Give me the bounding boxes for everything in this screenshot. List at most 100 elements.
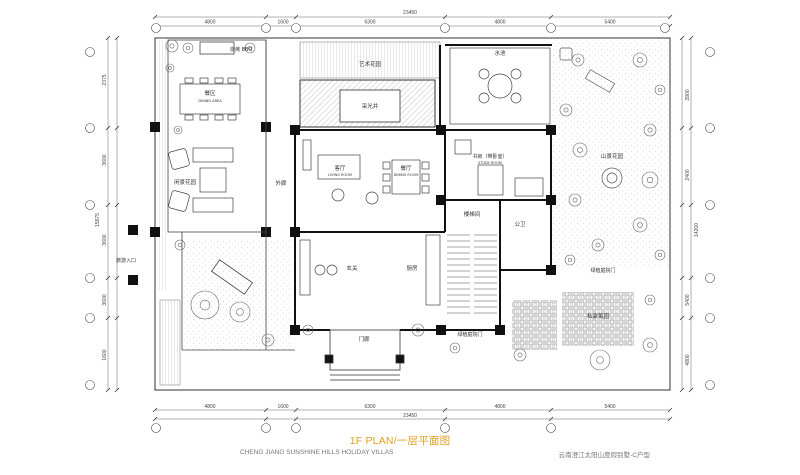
tree: [643, 123, 657, 137]
tree-trunk: [236, 308, 244, 316]
dimension-tick: [114, 202, 120, 208]
tree: [591, 238, 605, 252]
study-furniture: [454, 139, 544, 197]
dimension-tick: [688, 202, 694, 208]
tree: [654, 84, 666, 96]
dim-bottom-seg: 4800: [204, 404, 215, 410]
outdoor-dining-table: [179, 77, 241, 121]
room-label-leisure-garden: 闲景花园: [174, 178, 197, 186]
column: [290, 125, 300, 135]
dim-right-seg: 2400: [685, 169, 691, 180]
pool-gazebo: [449, 47, 551, 125]
dim-left-seg: 1600: [102, 349, 108, 360]
stair-treads: [447, 234, 497, 314]
dimension-tick: [667, 416, 673, 422]
dimension-tick: [263, 14, 269, 20]
room-label-study: 书房（带卧室）: [472, 153, 507, 160]
dimension-tick: [548, 14, 554, 20]
column: [128, 225, 138, 235]
tree-trunk: [176, 128, 180, 132]
vegetable-beds: [562, 292, 634, 346]
dimension-tick: [688, 387, 694, 393]
room-label-gate: 门廊: [358, 335, 370, 343]
room-label-public-wc: 公卫: [514, 221, 526, 228]
bbq-counter: [199, 41, 235, 55]
dimension-tick: [152, 14, 158, 20]
dimension-tick: [293, 407, 299, 413]
column: [546, 195, 556, 205]
dimension-tick: [679, 35, 685, 41]
room-label-greenhouse-gate-2: 绿植庭院门: [457, 331, 482, 338]
terrace-outline: [167, 39, 295, 351]
indoor-dining-table: [382, 159, 430, 195]
kitchen-counters: [299, 234, 441, 306]
site-boundary: [154, 37, 671, 391]
tree-trunk: [657, 252, 663, 258]
dimension-tick: [152, 416, 158, 422]
tree-trunk: [646, 176, 654, 184]
room-label-mountain-garden: 山景花园: [601, 152, 624, 160]
dimension-tick: [667, 14, 673, 20]
room-label-dining-room: 餐厅: [400, 164, 412, 172]
tree: [174, 239, 186, 251]
dimension-tick: [293, 416, 299, 422]
room-label-corridor: 外廊: [275, 179, 287, 187]
room-label-foyer: 玄关: [346, 264, 358, 272]
dimension-tick: [548, 407, 554, 413]
sun-lounger: [211, 259, 253, 295]
tree-trunk: [572, 197, 578, 203]
landscape-trees: [165, 39, 666, 371]
tree-trunk: [452, 345, 458, 351]
tree-trunk: [596, 356, 604, 364]
gate-porch: [324, 329, 405, 381]
dim-bottom-seg: 6300: [364, 404, 375, 410]
tree: [165, 63, 175, 73]
room-label-study-en: STUDY ROOM: [478, 161, 502, 165]
room-label-veg-garden: 私家菜园: [587, 312, 610, 320]
art-garden-strip: [299, 41, 441, 79]
dimension-tick: [105, 202, 111, 208]
column: [150, 122, 160, 132]
dim-right-seg: 14200: [694, 223, 700, 237]
tree-trunk: [637, 57, 643, 63]
dimension-tick: [442, 14, 448, 20]
tree-trunk: [657, 87, 663, 93]
subtitle-chinese: 云南澄江太阳山度假别墅-C户型: [558, 452, 650, 459]
skylight-box: [339, 89, 401, 123]
tree-trunk: [637, 222, 643, 228]
dimension-tick: [293, 14, 299, 20]
dimension-tick: [114, 275, 120, 281]
tree: [182, 42, 194, 54]
tree-trunk: [567, 257, 573, 263]
tree: [571, 53, 585, 67]
tree: [589, 349, 611, 371]
garden-features: [559, 47, 623, 189]
deck-strip: [157, 40, 167, 290]
room-label-living-en: LIVING ROOM: [328, 173, 352, 177]
tree-trunk: [415, 327, 421, 333]
tree-trunk: [577, 147, 583, 153]
tree: [449, 342, 461, 354]
drawing-title: 1F PLAN/一层平面图: [349, 435, 451, 447]
dim-top-seg: 6300: [364, 20, 375, 26]
tree: [641, 171, 659, 189]
living-furniture: [302, 139, 379, 205]
dim-left-seg: 2375: [102, 74, 108, 85]
tree-trunk: [647, 127, 653, 133]
dimension-tick: [679, 125, 685, 131]
tree-trunk: [575, 57, 581, 63]
column: [546, 265, 556, 275]
dim-top-total: 23450: [403, 10, 417, 16]
room-label-kitchen: 厨房: [406, 264, 418, 272]
tree: [559, 103, 573, 117]
tree-trunk: [647, 342, 653, 348]
dim-bottom-seg: 1600: [277, 404, 288, 410]
room-label-living: 客厅: [334, 164, 346, 172]
subtitle-english: CHENG JIANG SUNSHINE HILLS HOLIDAY VILLA…: [240, 449, 394, 456]
dimension-tick: [688, 125, 694, 131]
column: [128, 275, 138, 285]
dim-top-seg: 1600: [277, 20, 288, 26]
tree-trunk: [169, 43, 175, 49]
dimension-tick: [114, 315, 120, 321]
